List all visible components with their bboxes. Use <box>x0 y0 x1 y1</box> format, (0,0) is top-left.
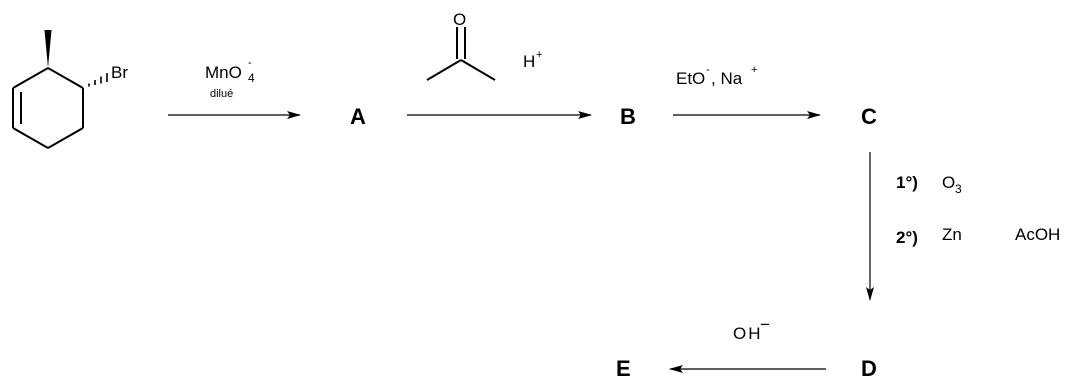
sodium-label: , Na <box>711 69 743 88</box>
permanganate-subscript: 4 <box>248 71 255 85</box>
acetone-structure <box>426 27 496 81</box>
ketone-oxygen: O <box>453 10 466 29</box>
permanganate-label: MnO <box>205 63 242 82</box>
acetic-acid-label: AcOH <box>1015 225 1060 244</box>
ozone-subscript: 3 <box>955 182 962 196</box>
compound-E: E <box>616 356 631 381</box>
compound-D: D <box>861 356 877 381</box>
starting-material-structure <box>12 67 84 149</box>
step-number-2: 2°) <box>896 228 918 247</box>
ethoxide-charge: - <box>706 64 710 76</box>
dilute-condition: dilué <box>210 88 233 100</box>
hydroxide-charge: − <box>760 315 770 334</box>
acid-charge: + <box>536 49 542 61</box>
methyl-wedge-bond <box>44 30 52 68</box>
step-number-1: 1°) <box>896 173 918 192</box>
compound-A: A <box>350 104 366 129</box>
ozone-label: O <box>942 173 955 192</box>
bromo-hashed-bond <box>88 73 108 87</box>
zinc-label: Zn <box>942 225 962 244</box>
bromo-label: Br <box>111 63 128 82</box>
sodium-charge: + <box>751 64 757 76</box>
compound-B: B <box>620 104 636 129</box>
compound-C: C <box>861 104 877 129</box>
ethoxide-label: EtO <box>676 69 705 88</box>
permanganate-charge: - <box>248 57 252 69</box>
acid-label: H <box>523 52 535 71</box>
hydroxide-label: OH <box>733 324 763 343</box>
